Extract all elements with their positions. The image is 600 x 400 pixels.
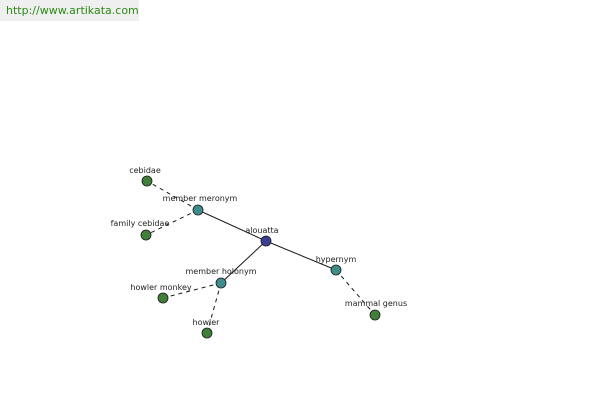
edge-hypernym-mammal-genus (335, 269, 376, 316)
node-marker[interactable] (201, 327, 213, 339)
nodes-layer: alouatta member meronym member holonym hype… (111, 166, 407, 339)
edges-layer (145, 180, 376, 334)
node-label[interactable]: family cebidae (111, 219, 170, 228)
edge-member-holonym-howler-monkey (162, 282, 222, 299)
node-howler-monkey[interactable]: howler monkey (130, 283, 192, 304)
site-url-link[interactable]: http://www.artikata.com (6, 4, 139, 17)
node-label[interactable]: member meronym (163, 194, 238, 203)
edge-alouatta-member-holonym (220, 240, 267, 284)
node-alouatta[interactable]: alouatta (245, 226, 279, 247)
edge-alouatta-hypernym (265, 240, 337, 271)
node-label[interactable]: howler (193, 318, 221, 327)
node-label[interactable]: cebidae (129, 166, 161, 175)
edge-alouatta-member-meronym (197, 209, 267, 242)
node-marker[interactable] (369, 309, 381, 321)
node-marker[interactable] (260, 235, 272, 247)
node-label[interactable]: member holonym (185, 267, 256, 276)
node-family-cebidae[interactable]: family cebidae (111, 219, 170, 241)
node-marker[interactable] (140, 229, 152, 241)
node-marker[interactable] (215, 277, 227, 289)
node-marker[interactable] (192, 204, 204, 216)
node-hypernym[interactable]: hypernym (316, 255, 357, 276)
node-mammal-genus[interactable]: mammal genus (345, 299, 407, 321)
node-label[interactable]: alouatta (245, 226, 278, 235)
node-howler[interactable]: howler (193, 318, 221, 339)
edge-member-meronym-cebidae (146, 180, 199, 211)
node-marker[interactable] (141, 175, 153, 187)
node-label[interactable]: hypernym (316, 255, 357, 264)
node-marker[interactable] (157, 292, 169, 304)
url-bar: http://www.artikata.com (0, 0, 139, 21)
edge-member-meronym-family-cebidae (145, 209, 199, 236)
node-marker[interactable] (330, 264, 342, 276)
edge-member-holonym-howler (206, 282, 222, 334)
node-label[interactable]: mammal genus (345, 299, 407, 308)
node-label[interactable]: howler monkey (130, 283, 192, 292)
node-cebidae[interactable]: cebidae (129, 166, 161, 187)
node-member-holonym[interactable]: member holonym (185, 267, 257, 289)
node-member-meronym[interactable]: member meronym (163, 194, 238, 216)
